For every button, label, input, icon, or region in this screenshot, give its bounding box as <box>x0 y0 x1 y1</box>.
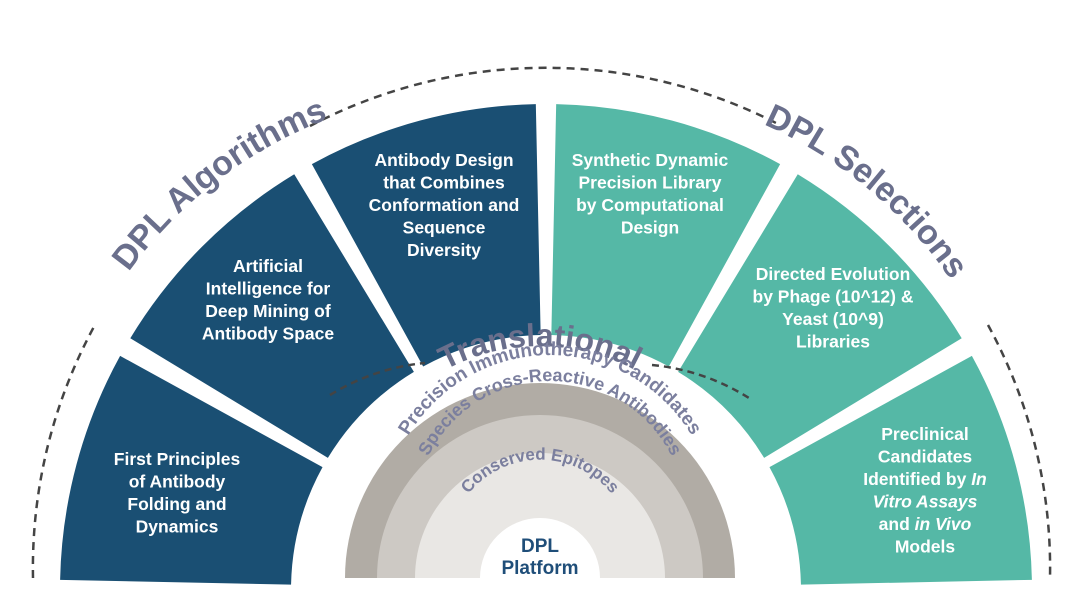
segment-text-line: Artificial <box>233 256 303 276</box>
segment-synthetic-library <box>551 104 781 367</box>
segment-text-line: Yeast (10^9) <box>782 309 884 329</box>
inner-rings <box>345 383 735 578</box>
dpl-platform-core <box>480 518 600 578</box>
segment-text-line: Libraries <box>796 332 870 352</box>
segment-text-line: Dynamics <box>136 517 219 537</box>
segment-text-line: Antibody Design <box>374 150 513 170</box>
segment-text-line: Precision Library <box>579 173 722 193</box>
segment-antibody-design <box>311 104 541 367</box>
ring-conserved-epitopes <box>415 453 665 578</box>
segment-text-line: Deep Mining of <box>205 301 331 321</box>
segment-preclinical-candidates <box>769 355 1032 585</box>
dashed-arc-top <box>309 66 777 128</box>
dashed-arc-left <box>31 322 98 579</box>
segment-text-line: and <box>879 514 915 534</box>
dashed-arc-center <box>329 361 426 397</box>
segment-text-line: Folding and <box>127 494 226 514</box>
core-label-line2: Platform <box>501 558 578 579</box>
segment-directed-evolution-text: Directed Evolution by Phage (10^12) &Yeas… <box>753 264 914 352</box>
segment-text-line: Sequence <box>403 218 486 238</box>
segment-text-line: Synthetic Dynamic <box>572 150 729 170</box>
segment-text-line: in Vivo <box>915 514 972 534</box>
segment-text-line: Vitro Assays <box>873 492 978 512</box>
segment-text-line: that Combines <box>383 173 505 193</box>
segment-text-line: In <box>971 469 987 489</box>
segment-text-line: Models <box>895 537 956 557</box>
segment-directed-evolution <box>678 174 962 458</box>
segment-text-line: Design <box>621 218 679 238</box>
segment-text-line: of Antibody <box>129 472 226 492</box>
outer-dashed-arcs <box>31 66 1052 579</box>
dashed-arc-center-right <box>651 363 753 402</box>
segment-text-line: Directed Evolution <box>756 264 911 284</box>
segment-text-line: by Computational <box>576 195 724 215</box>
segment-text-line: First Principles <box>114 449 241 469</box>
dashed-arc-right <box>986 324 1052 579</box>
segment-text-line: Antibody Space <box>202 324 335 344</box>
segment-text-line: by Phage (10^12) & <box>753 287 914 307</box>
segment-text-line: Conformation and <box>369 195 520 215</box>
segment-text-line: Identified by <box>863 469 971 489</box>
segment-text-line: Intelligence for <box>206 279 331 299</box>
segment-first-principles <box>60 355 323 585</box>
segment-text-line: Candidates <box>878 447 973 467</box>
segment-text-line: Diversity <box>407 240 481 260</box>
segment-text-line: Preclinical <box>881 424 969 444</box>
core-label-line1: DPL <box>521 536 559 557</box>
